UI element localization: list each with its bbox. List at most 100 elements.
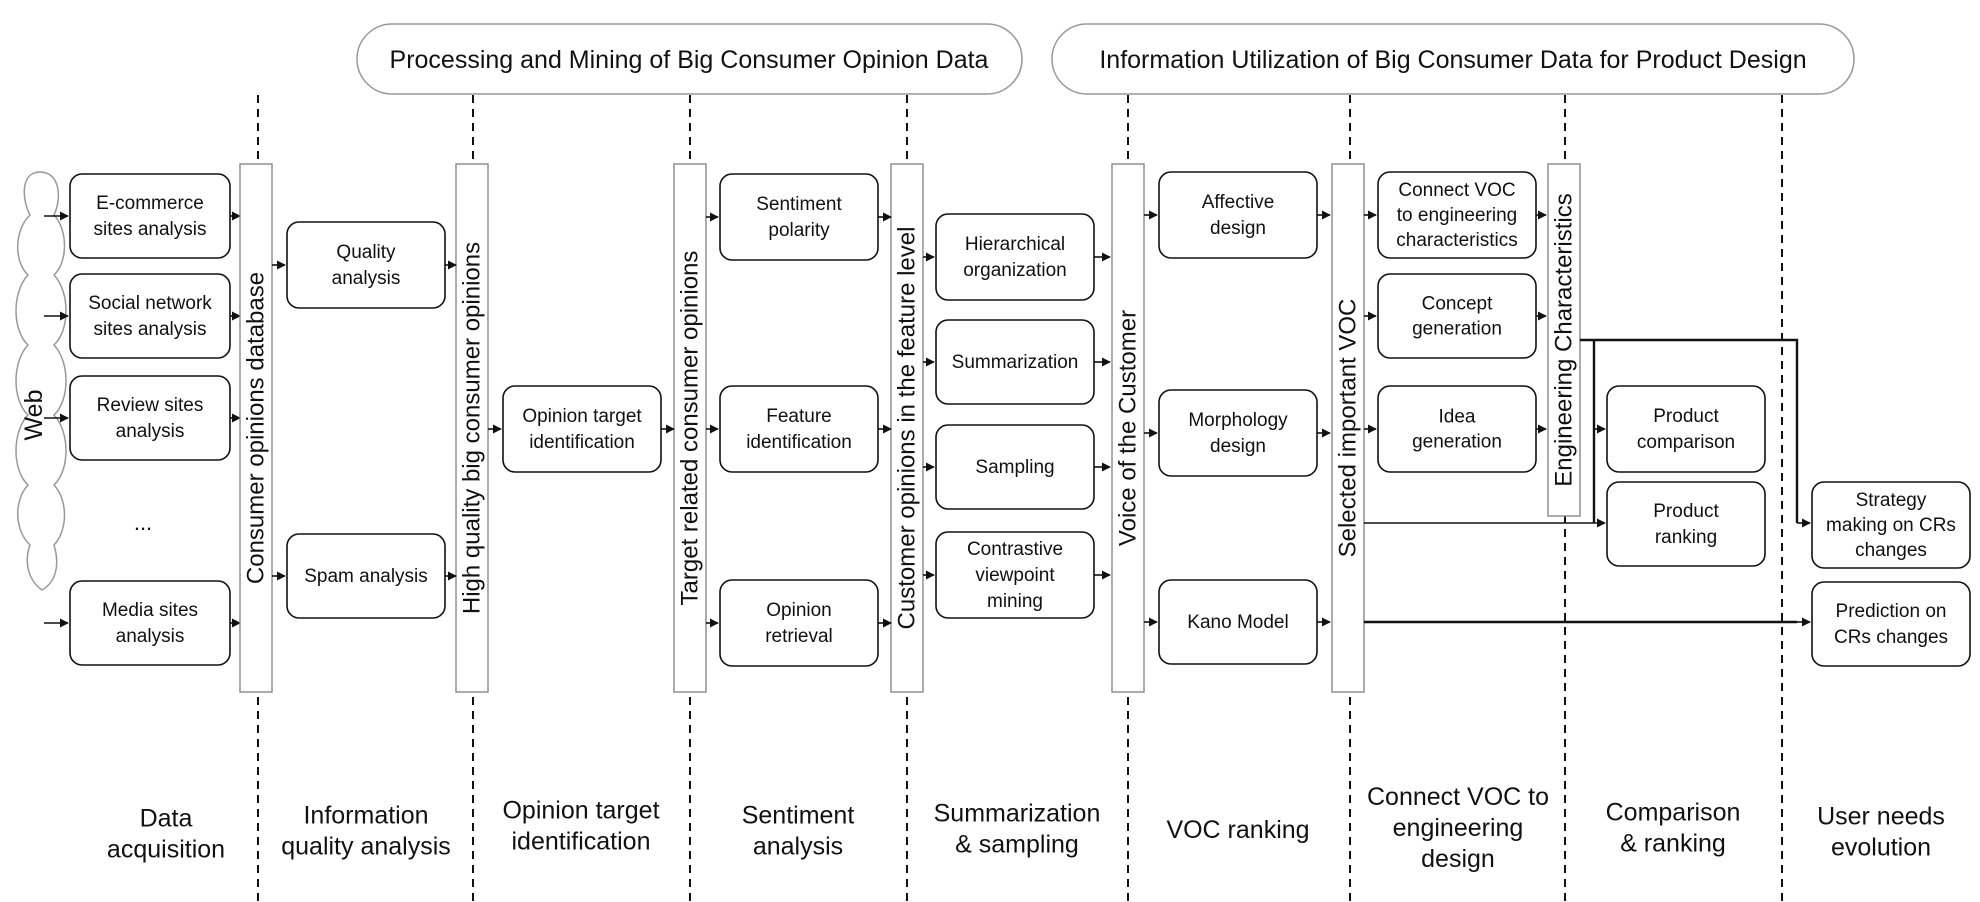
spam-box: Spam analysis bbox=[286, 533, 446, 619]
sentiment-box-3-frame bbox=[719, 579, 879, 667]
web-cloud: Web bbox=[15, 171, 67, 591]
header-right-text: Information Utilization of Big Consumer … bbox=[1099, 46, 1806, 74]
summarization-box-3-text: Sampling bbox=[975, 457, 1054, 478]
acquisition-box-2-frame bbox=[69, 273, 231, 359]
stage-label-5: Summarization& sampling bbox=[934, 800, 1101, 859]
opinion-target-box-frame bbox=[502, 385, 662, 473]
high-quality-bar: High quality big consumer opinions bbox=[455, 163, 489, 693]
summarization-box-3: Sampling bbox=[935, 424, 1095, 510]
connect-box-3-frame bbox=[1377, 385, 1537, 473]
stage-separators bbox=[257, 95, 1783, 902]
engineering-bar-label: Engineering Characteristics bbox=[1551, 193, 1578, 486]
acquisition-box-1-frame bbox=[69, 173, 231, 259]
target-related-bar: Target related consumer opinions bbox=[673, 163, 707, 693]
connect-box-2-frame bbox=[1377, 273, 1537, 359]
selected-voc-bar: Selected important VOC bbox=[1331, 163, 1365, 693]
acquisition-box-5-frame bbox=[69, 580, 231, 666]
voc-box-1-frame bbox=[1158, 171, 1318, 259]
header-left: Processing and Mining of Big Consumer Op… bbox=[356, 23, 1023, 95]
header-right: Information Utilization of Big Consumer … bbox=[1051, 23, 1855, 95]
evolution-box-1-frame bbox=[1811, 481, 1971, 569]
summarization-box-2: Summarization bbox=[935, 319, 1095, 405]
target-related-bar-frame bbox=[673, 163, 707, 693]
quality-box-frame bbox=[286, 221, 446, 309]
summarization-box-2-text: Summarization bbox=[952, 352, 1079, 373]
voc-box-2-frame bbox=[1158, 389, 1318, 477]
ec-to-evolution-line bbox=[1580, 338, 1799, 523]
voc-box-3: Kano Model bbox=[1158, 579, 1318, 665]
consumer-db-bar-frame bbox=[239, 163, 273, 693]
consumer-db-bar-label: Consumer opinions database bbox=[243, 272, 270, 584]
high-quality-bar-label: High quality big consumer opinions bbox=[459, 242, 486, 614]
web-label: Web bbox=[20, 390, 48, 441]
sentiment-box-1-frame bbox=[719, 173, 879, 261]
selected-voc-bar-label: Selected important VOC bbox=[1335, 299, 1362, 558]
header-left-text: Processing and Mining of Big Consumer Op… bbox=[390, 46, 989, 74]
summarization-box-1-frame bbox=[935, 213, 1095, 301]
sentiment-box-2-frame bbox=[719, 385, 879, 473]
target-related-bar-label: Target related consumer opinions bbox=[677, 251, 704, 606]
stage-label-8: Comparison& ranking bbox=[1606, 799, 1741, 858]
spam-box-text: Spam analysis bbox=[304, 566, 428, 587]
voc-box-3-text: Kano Model bbox=[1187, 612, 1288, 633]
high-quality-bar-frame bbox=[455, 163, 489, 693]
consumer-db-bar: Consumer opinions database bbox=[239, 163, 273, 693]
engineering-bar: Engineering Characteristics bbox=[1547, 163, 1581, 517]
acquisition-box-3-frame bbox=[69, 375, 231, 461]
feature-level-bar-frame bbox=[890, 163, 924, 693]
voc-bar-frame bbox=[1111, 163, 1145, 693]
stage-label-6: VOC ranking bbox=[1166, 816, 1309, 844]
ellipsis-text: ... bbox=[134, 510, 152, 535]
feature-level-bar: Customer opinions in the feature level bbox=[890, 163, 924, 693]
evolution-box-2-frame bbox=[1811, 581, 1971, 667]
voc-bar: Voice of the Customer bbox=[1111, 163, 1145, 693]
selected-voc-bar-frame bbox=[1331, 163, 1365, 693]
